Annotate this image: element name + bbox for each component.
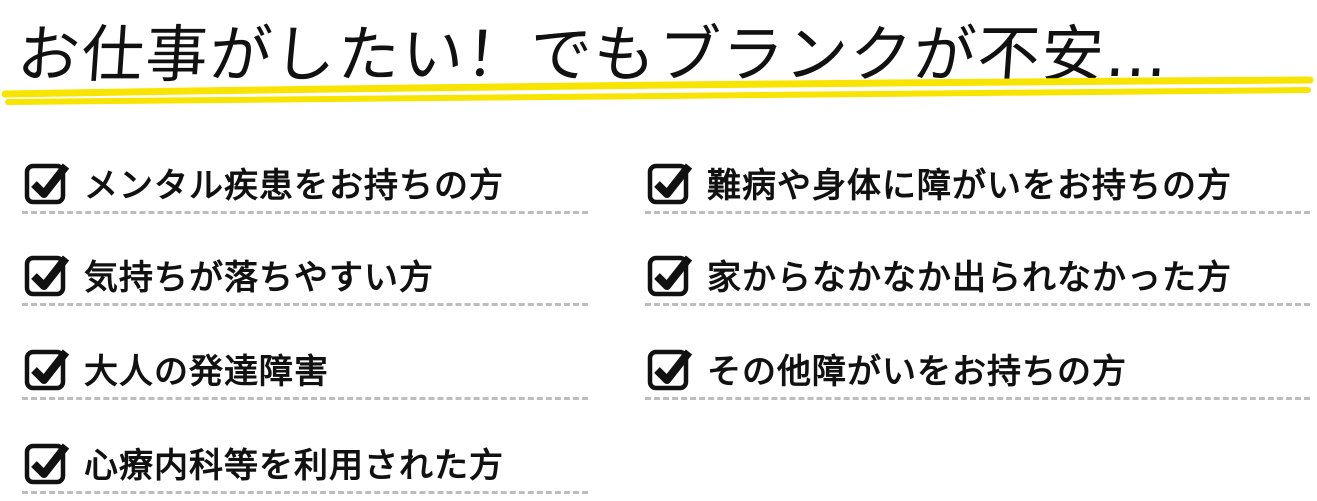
checkbox-checked-icon: [647, 349, 693, 390]
checklist-item-label: 気持ちが落ちやすい方: [84, 258, 434, 298]
checklist-item-label: 家からなかなか出られなかった方: [707, 258, 1232, 298]
checklist-item: 難病や身体に障がいをお持ちの方: [645, 154, 1310, 214]
checklist-item-label: 大人の発達障害: [84, 352, 329, 392]
checklist-item-label: メンタル疾患をお持ちの方: [84, 166, 504, 206]
checkbox-checked-icon: [647, 255, 693, 296]
title-underline: [1, 76, 1314, 105]
checklist-item: 気持ちが落ちやすい方: [22, 246, 588, 306]
checklist-item: 心療内科等を利用された方: [22, 434, 588, 494]
checkbox-checked-icon: [24, 163, 70, 204]
checklist-item: 家からなかなか出られなかった方: [645, 246, 1310, 306]
checkbox-checked-icon: [24, 349, 70, 390]
checkbox-checked-icon: [24, 255, 70, 296]
checkbox-checked-icon: [647, 163, 693, 204]
checkbox-checked-icon: [24, 443, 70, 484]
checklist-item: 大人の発達障害: [22, 340, 588, 400]
checklist-item: その他障がいをお持ちの方: [645, 340, 1310, 400]
checklist-item: メンタル疾患をお持ちの方: [22, 154, 588, 214]
checklist-item-label: その他障がいをお持ちの方: [707, 352, 1127, 392]
checklist-item-label: 心療内科等を利用された方: [84, 446, 504, 486]
checklist-item-label: 難病や身体に障がいをお持ちの方: [707, 166, 1232, 206]
